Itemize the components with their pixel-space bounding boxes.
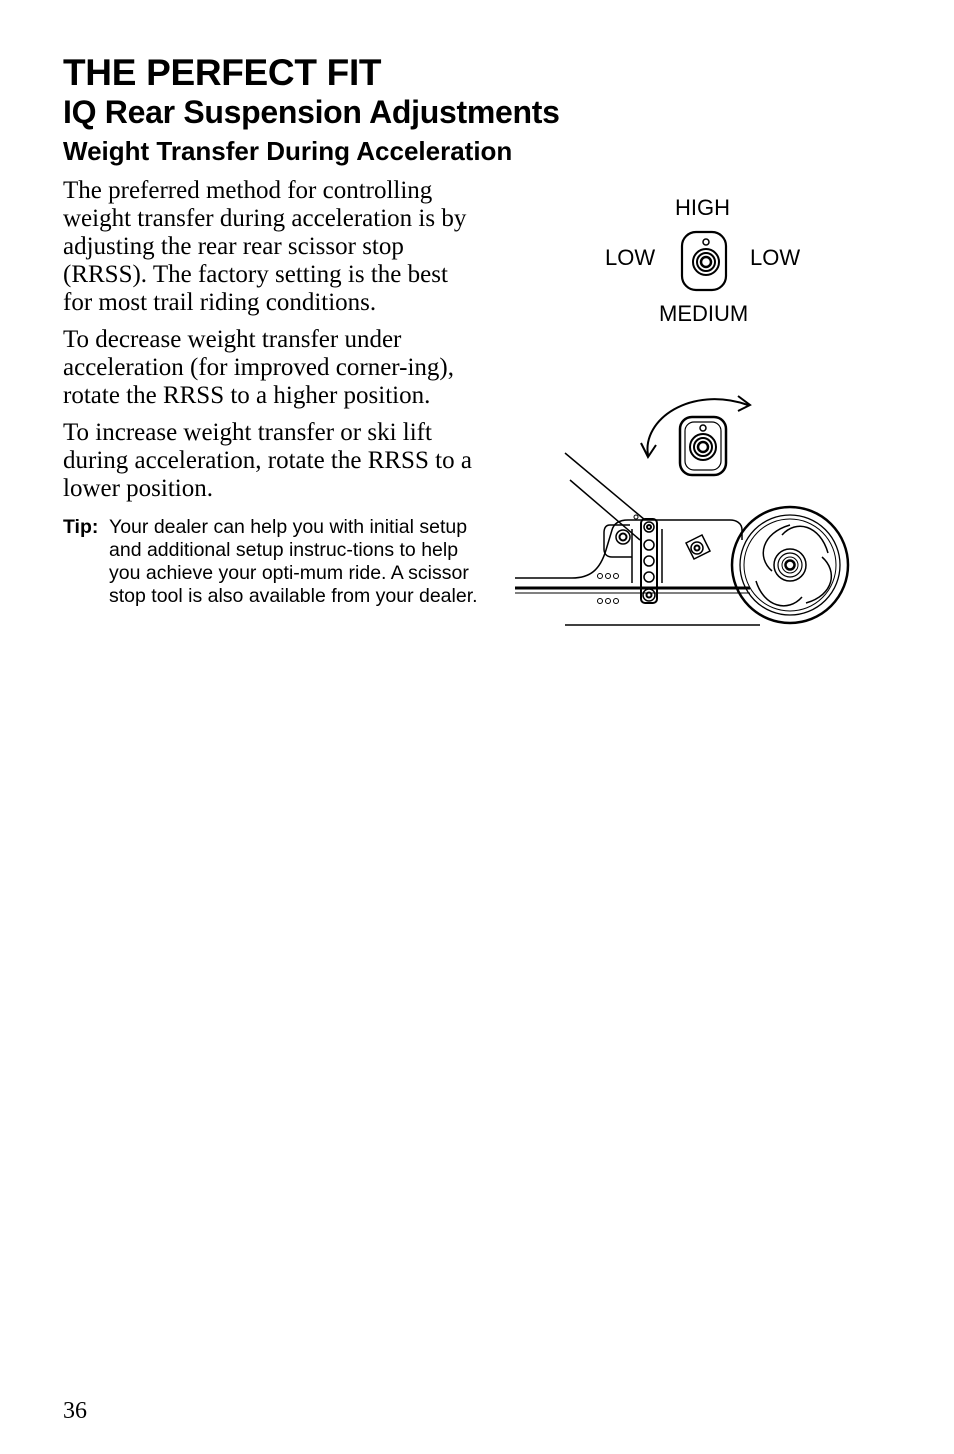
suspension-frame-icon — [515, 452, 760, 626]
label-high: HIGH — [675, 195, 730, 220]
tip-label: Tip: — [63, 516, 99, 538]
label-medium: MEDIUM — [659, 301, 749, 326]
body-text-column: The preferred method for controlling wei… — [63, 177, 483, 608]
paragraph-2: To decrease weight transfer under accele… — [63, 326, 454, 409]
tip-note: Tip: Your dealer can help you with initi… — [63, 516, 483, 608]
rotation-arrow-icon — [640, 395, 752, 459]
page-subtitle: IQ Rear Suspension Adjustments — [63, 94, 560, 130]
tip-text: Your dealer can help you with initial se… — [109, 516, 478, 607]
rrss-illustration: HIGH LOW LOW MEDIUM — [510, 185, 860, 635]
paragraph-1: The preferred method for controlling wei… — [63, 177, 467, 316]
rrss-diagram — [515, 230, 850, 626]
section-heading: Weight Transfer During Acceleration — [63, 136, 513, 166]
label-low-left: LOW — [605, 245, 656, 270]
rrss-position-dial-icon — [680, 230, 728, 292]
rrss-block-icon — [678, 415, 728, 477]
label-low-right: LOW — [750, 245, 801, 270]
paragraph-3: To increase weight transfer or ski lift … — [63, 419, 472, 502]
page-title: THE PERFECT FIT — [63, 52, 382, 93]
page-number: 36 — [63, 1398, 87, 1424]
idler-wheel-icon — [730, 505, 850, 625]
